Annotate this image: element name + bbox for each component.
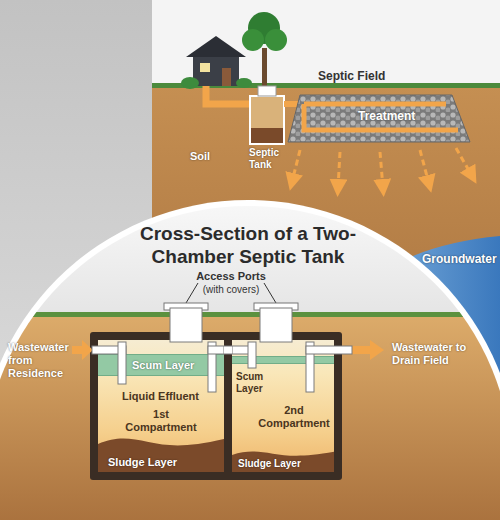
- outlet-pipe: [306, 346, 352, 354]
- access-cover: [164, 303, 208, 310]
- small-tank-port: [258, 86, 276, 96]
- sludge-layer-band: Sludge Layer: [98, 436, 224, 472]
- magnifier-view: [0, 190, 500, 520]
- flow-label: Wastewater to Drain Field: [392, 341, 468, 367]
- tank-compartment: 2nd Compartment Scum LayerSludge Layer: [232, 340, 334, 472]
- cross-section-sky: [0, 190, 500, 320]
- layer-text: Sludge Layer: [108, 456, 218, 469]
- inflow-arrow-shaft: [72, 346, 82, 354]
- house-window: [200, 63, 210, 72]
- part-label: Septic Tank: [249, 147, 289, 171]
- tank-compartment: Liquid Effluent 1st Compartment Scum Layer…: [98, 340, 224, 472]
- cross-section-ground: [0, 316, 500, 520]
- area-label: Groundwater: [422, 252, 500, 266]
- small-septic-tank: [250, 96, 284, 144]
- callout-label: Access Ports: [186, 270, 276, 283]
- house-door: [222, 68, 231, 86]
- flow-label: Wastewater from Residence: [8, 341, 72, 381]
- inlet-pipe: [92, 346, 126, 354]
- inlet-tee: [118, 342, 126, 384]
- outflow-arrow-head: [370, 340, 384, 360]
- layer-text: 1st Compartment: [120, 408, 202, 434]
- outlet-tee: [306, 342, 314, 392]
- house-pipe: [206, 86, 250, 104]
- sky: [152, 0, 500, 90]
- transfer-pipe: [208, 346, 224, 354]
- layer-text: Scum Layer: [236, 371, 280, 395]
- small-tank-sludge: [251, 128, 283, 143]
- transfer-tee: [208, 342, 216, 392]
- outflow-arrow-shaft: [352, 346, 370, 354]
- inflow-arrow-head: [82, 340, 93, 360]
- layer-text: Liquid Effluent: [122, 390, 212, 403]
- bush: [181, 77, 199, 89]
- pipe-body: [224, 347, 232, 354]
- diagram-title: Cross-Section of a Two-Chamber Septic Ta…: [123, 222, 373, 268]
- layer-text: Sludge Layer: [238, 458, 330, 470]
- scum-layer-band: Scum Layer: [98, 354, 224, 376]
- tank-shell: [90, 332, 342, 480]
- area-label: Soil: [190, 150, 230, 163]
- access-riser: [260, 308, 292, 342]
- area-label: Treatment: [358, 109, 438, 123]
- pipe-outline: [224, 346, 232, 355]
- layer-text: 2nd Compartment: [256, 404, 332, 430]
- seepage-arrow: [380, 152, 383, 188]
- sludge-layer-band: Sludge Layer: [232, 450, 334, 472]
- gravel-field: [288, 95, 470, 142]
- cross-section-grass: [0, 312, 500, 317]
- leader-line: [186, 283, 198, 303]
- seepage-arrow: [292, 150, 300, 182]
- leader-line: [264, 283, 276, 303]
- transfer-tee: [248, 342, 256, 368]
- tree-crown: [242, 29, 264, 51]
- house-roof: [186, 36, 246, 57]
- sludge-fill: [98, 439, 224, 473]
- field-label: Septic Field: [318, 69, 408, 83]
- transfer-pipe-connector: [224, 350, 232, 351]
- seepage-arrow: [456, 148, 472, 176]
- tree-trunk: [262, 48, 267, 86]
- distribution-pipe: [304, 104, 458, 130]
- house: [193, 55, 239, 86]
- access-cover: [254, 303, 298, 310]
- seepage-arrow: [420, 150, 429, 184]
- sludge-fill: [232, 452, 334, 472]
- layer-text: Scum Layer: [132, 359, 218, 372]
- transfer-pipe: [232, 346, 254, 354]
- callout-note: (with covers): [176, 284, 286, 296]
- tree-crown: [265, 29, 287, 51]
- access-riser: [170, 308, 202, 342]
- bush: [236, 78, 252, 88]
- seepage-arrow: [338, 152, 340, 188]
- scum-layer-band: Scum Layer: [232, 356, 334, 364]
